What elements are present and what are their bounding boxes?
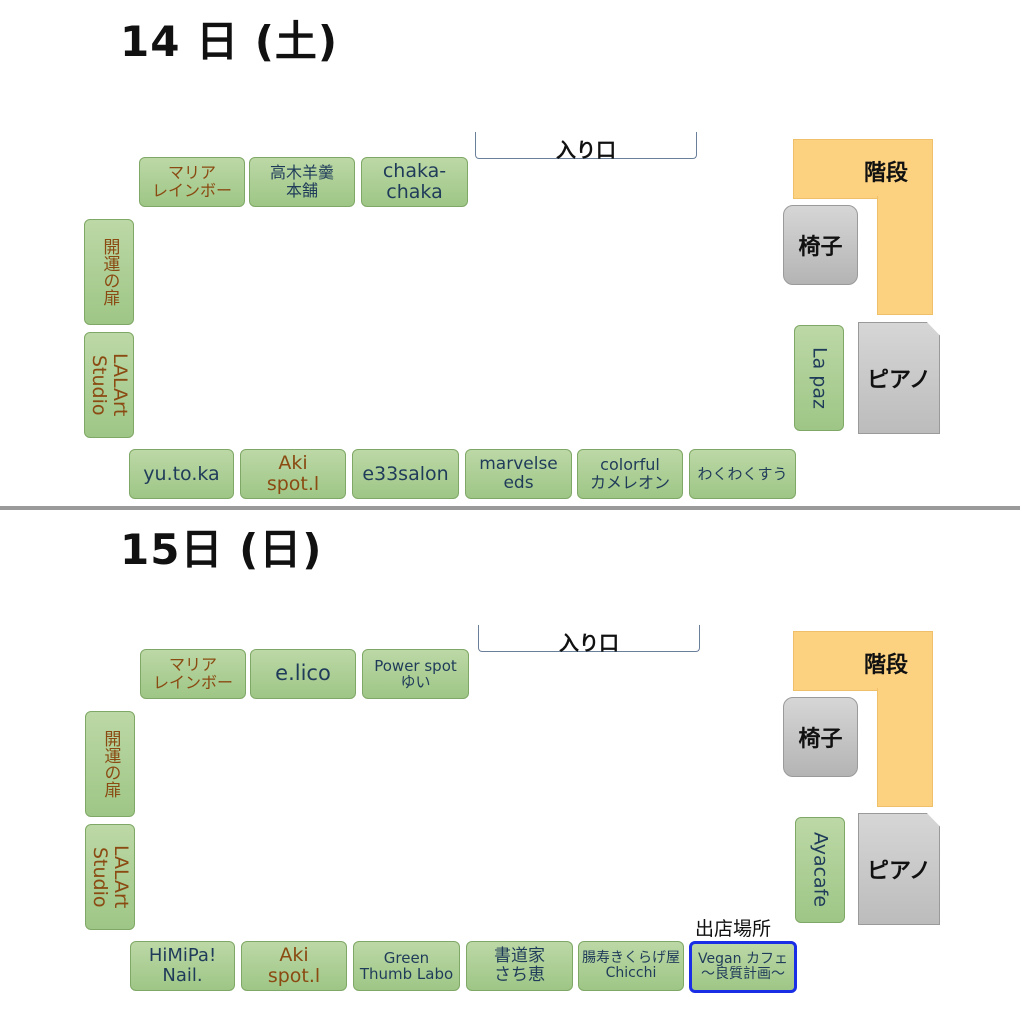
stairs-label: 階段 (864, 161, 909, 186)
chair: 椅子 (783, 205, 858, 285)
entrance: 入り口 (475, 132, 697, 162)
day2-floor-map: 15日 (日) 入り口 マリア レインボー e.lico Power spot … (0, 510, 1020, 1018)
booth-bottom-3: e33salon (352, 449, 459, 499)
booth-bottom-2: Aki spot.l (241, 941, 347, 991)
booth-bottom-6: Vegan カフェ 〜良質計画〜 (689, 941, 797, 993)
day1-title: 14 日 (土) (120, 17, 339, 66)
booth-bottom-5: colorful カメレオン (577, 449, 683, 499)
stairs-top (793, 139, 933, 199)
divider (0, 506, 1020, 510)
booth-bottom-2: Aki spot.l (240, 449, 346, 499)
booth-right: La paz (794, 325, 844, 431)
booth-bottom-4: 書道家 さち恵 (466, 941, 573, 991)
booth-left-1: 開運の扉 (85, 711, 135, 817)
stairs-label: 階段 (864, 653, 909, 678)
booth-bottom-3: Green Thumb Labo (353, 941, 460, 991)
piano: ピアノ (858, 322, 940, 434)
booth-left-1: 開運の扉 (84, 219, 134, 325)
booth-bottom-1: HiMiPa! Nail. (130, 941, 235, 991)
booth-top-1: マリア レインボー (140, 649, 246, 699)
booth-bottom-5: 腸寿きくらげ屋 Chicchi (578, 941, 684, 991)
booth-top-2: e.lico (250, 649, 356, 699)
day2-title: 15日 (日) (120, 525, 323, 574)
stairs-side (877, 688, 933, 807)
stairs-top (793, 631, 933, 691)
booth-top-3: Power spot ゆい (362, 649, 469, 699)
booth-top-2: 高木羊羹 本舗 (249, 157, 355, 207)
chair: 椅子 (783, 697, 858, 777)
booth-bottom-6: わくわくすう (689, 449, 796, 499)
entrance: 入り口 (478, 625, 700, 655)
booth-top-3: chaka- chaka (361, 157, 468, 207)
highlight-label: 出店場所 (695, 918, 772, 940)
entrance-label: 入り口 (556, 138, 616, 162)
booth-bottom-4: marvelse eds (465, 449, 572, 499)
booth-left-2: LALArt Studio (84, 332, 134, 438)
booth-right: Ayacafe (795, 817, 845, 923)
stairs-side (877, 196, 933, 315)
day1-floor-map: 14 日 (土) 入り口 マリア レインボー 高木羊羹 本舗 chaka- ch… (0, 0, 1020, 508)
piano: ピアノ (858, 813, 940, 925)
entrance-label: 入り口 (559, 631, 619, 655)
booth-left-2: LALArt Studio (85, 824, 135, 930)
booth-bottom-1: yu.to.ka (129, 449, 234, 499)
booth-top-1: マリア レインボー (139, 157, 245, 207)
